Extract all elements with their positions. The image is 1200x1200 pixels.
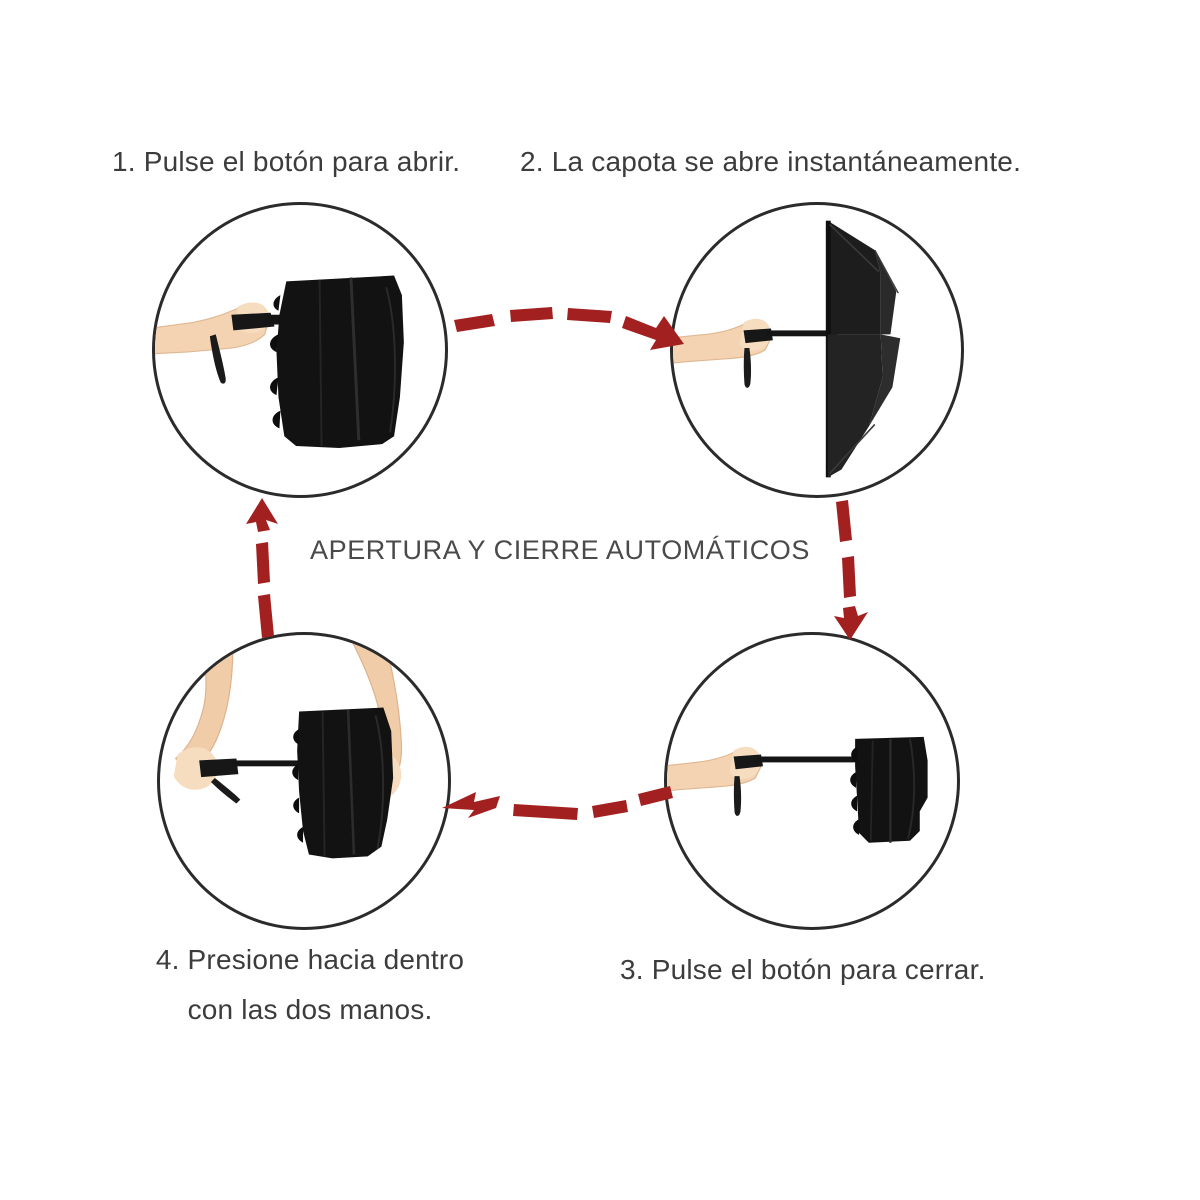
step-1-illustration-circle	[152, 202, 448, 498]
collapsing-canopy	[297, 707, 394, 859]
canopy-lower-gore	[868, 334, 901, 427]
canopy-rib	[292, 764, 299, 781]
canopy-rib	[293, 797, 300, 814]
umbrella-handle	[733, 754, 764, 770]
umbrella-handle	[231, 312, 275, 331]
canopy-fold	[907, 738, 916, 840]
canopy-rib	[853, 819, 860, 835]
arrow-dash	[836, 500, 852, 542]
step-1-caption: 1. Pulse el botón para abrir.	[112, 146, 461, 177]
arrow-dash	[454, 314, 495, 332]
arrow-step3-to-step4	[438, 782, 678, 868]
step-3-scene	[667, 635, 957, 927]
step-4-scene	[160, 635, 448, 927]
left-hand	[173, 747, 218, 790]
step-4-illustration-circle	[157, 632, 451, 930]
step-4-caption-line-1: 4. Presione hacia dentro	[155, 944, 465, 975]
arrow-dash	[592, 800, 628, 818]
canopy-rib	[874, 249, 899, 294]
canopy-rib	[272, 410, 281, 429]
canopy-fold	[349, 277, 361, 441]
wrist-strap	[733, 776, 742, 816]
canopy-lower-panel	[827, 334, 883, 478]
step-2-caption: 2. La capota se abre instantáneamente.	[520, 146, 1022, 177]
canopy-fold	[385, 287, 396, 433]
arrow-dash	[567, 308, 612, 323]
arrow-dash	[510, 307, 553, 322]
canopy-rib	[293, 729, 300, 745]
diagram-title: APERTURA Y CIERRE AUTOMÁTICOS	[309, 535, 811, 565]
step-2-scene	[673, 205, 961, 495]
umbrella-shaft	[232, 760, 304, 767]
wrist-strap	[743, 348, 752, 388]
arrow-step1-to-step2	[448, 272, 688, 368]
step-3-caption: 3. Pulse el botón para cerrar.	[620, 954, 986, 985]
arrow-dash	[256, 542, 270, 584]
step-1-scene	[155, 205, 445, 495]
arrow-head	[442, 792, 500, 818]
canopy-fold	[869, 740, 874, 841]
arrow-dash	[638, 786, 673, 806]
arrow-step4-to-step1	[206, 496, 326, 648]
umbrella-shaft	[757, 756, 858, 763]
canopy-rib	[829, 224, 880, 273]
arrow-head	[834, 606, 868, 640]
canopy-upper-panel	[827, 220, 881, 335]
shaft-tip	[210, 778, 241, 804]
arrow-head	[622, 316, 684, 350]
canopy-fold	[321, 711, 326, 857]
arrow-head	[246, 498, 278, 532]
arrow-dash	[258, 594, 274, 638]
canopy-rib	[297, 827, 304, 843]
canopy-fold	[318, 279, 323, 447]
canopy-rib	[270, 377, 279, 396]
canopy-rib	[273, 295, 281, 311]
arrow-step2-to-step3	[786, 492, 906, 644]
canopy-rib	[270, 334, 279, 352]
step-4-caption: 4. Presione hacia dentro con las dos man…	[130, 940, 490, 1030]
arrow-dash	[842, 556, 856, 598]
wrist-strap	[209, 334, 226, 384]
step-3-illustration-circle	[664, 632, 960, 930]
arrow-dash	[513, 804, 578, 820]
folded-canopy	[276, 275, 404, 448]
canopy-rib	[829, 423, 876, 474]
step-2-illustration-circle	[670, 202, 964, 498]
canopy-rib	[851, 795, 858, 812]
canopy-fold	[346, 709, 356, 855]
umbrella-shaft	[767, 330, 838, 337]
canopy-rib	[851, 746, 858, 763]
umbrella-handle	[743, 328, 773, 344]
umbrella-handle	[199, 758, 239, 778]
step-4-caption-line-2: con las dos manos.	[187, 993, 433, 1025]
canopy-fold	[374, 715, 385, 849]
canopy-upper-gore	[874, 250, 897, 335]
canopy-rib	[850, 772, 857, 788]
